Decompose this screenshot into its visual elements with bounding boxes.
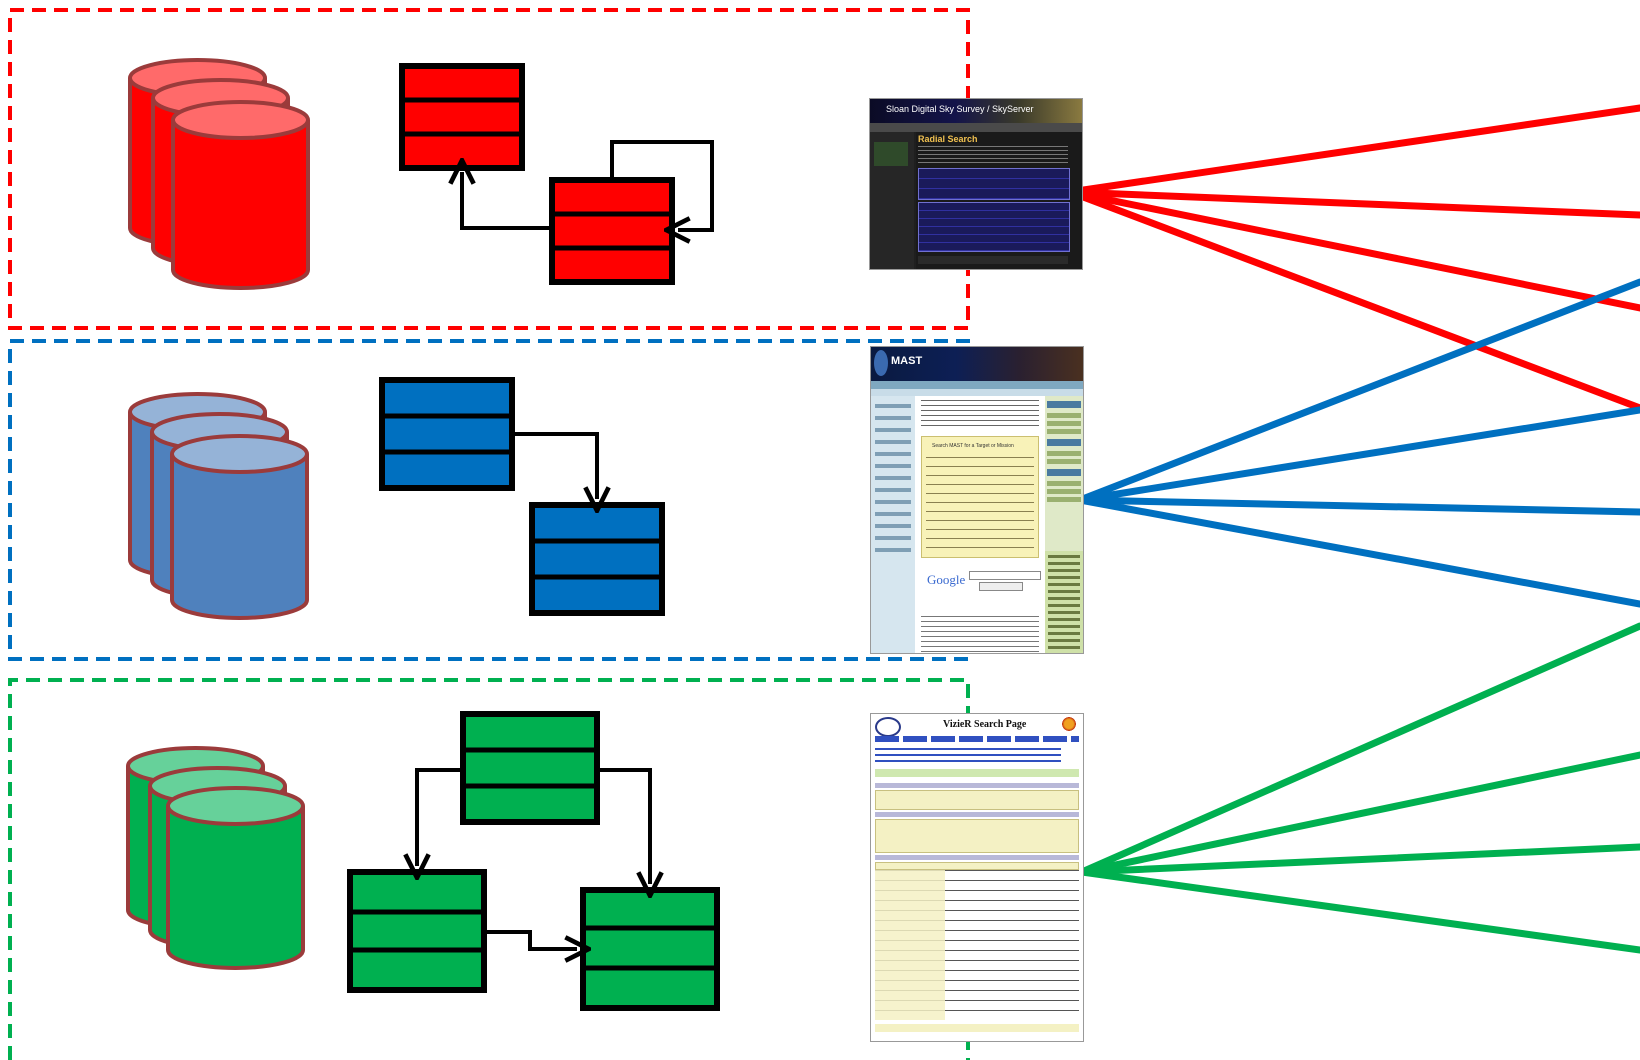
mast-header-title: MAST — [891, 355, 923, 367]
vizier-database-icon — [126, 746, 305, 970]
mast-search-title: Search MAST for a Target or Mission — [932, 443, 1014, 449]
vizier-table-left — [347, 869, 487, 993]
mast-google-search-button — [979, 582, 1023, 591]
sdss-page-title: Radial Search — [918, 134, 978, 144]
sdss-table-b — [549, 177, 675, 285]
vizier-schema-icon — [347, 711, 720, 1011]
vizier-position-block — [875, 819, 1079, 853]
mast-missions-list — [1045, 551, 1083, 653]
mast-header: MAST — [871, 347, 1083, 381]
mast-submenu-bar — [871, 389, 1083, 396]
mast-screenshot: MAST Search MAST for a Target or Mission… — [870, 346, 1084, 654]
vizier-nav-links — [875, 736, 1079, 742]
vizier-columns-inputs — [875, 870, 945, 1020]
sdss-menu-bar — [870, 123, 1082, 132]
sdss-constraint-table — [918, 202, 1070, 252]
cds-logo-icon — [875, 717, 901, 737]
vizier-logo-icon — [1061, 716, 1077, 732]
vizier-submit-row — [875, 1024, 1079, 1032]
vizier-section-setup — [875, 783, 1079, 788]
vizier-connectors — [1078, 622, 1640, 954]
mast-search-form: Search MAST for a Target or Mission — [921, 436, 1039, 558]
vizier-catalog-bar — [875, 769, 1079, 777]
sdss-connectors — [1066, 104, 1640, 412]
mast-news-panel — [1045, 396, 1083, 653]
sdss-sidebar — [870, 132, 914, 269]
mast-database-icon — [128, 392, 309, 620]
mast-menu-bar — [871, 381, 1083, 389]
mast-google-search-box — [969, 571, 1041, 580]
vizier-arrow-left — [417, 768, 463, 866]
sdss-submit-row — [918, 256, 1068, 264]
mast-intro-text — [921, 400, 1039, 430]
mast-table-b — [529, 502, 665, 616]
mast-relation-arrow — [512, 432, 597, 499]
mast-main: Search MAST for a Target or Mission Goog… — [917, 396, 1043, 653]
mast-table-a — [379, 377, 515, 491]
sdss-database-icon — [128, 58, 310, 290]
mast-sidebar — [871, 396, 915, 653]
vizier-setup-block — [875, 790, 1079, 810]
sdss-table-a — [399, 63, 525, 171]
vizier-arrow-right — [597, 768, 650, 884]
vizier-arrow-bottom — [484, 930, 577, 949]
vizier-section-position — [875, 812, 1079, 817]
sdss-header-title: Sloan Digital Sky Survey / SkyServer — [886, 104, 1034, 114]
vizier-page-title: VizieR Search Page — [943, 719, 1027, 730]
vizier-section-columns — [875, 855, 1079, 860]
sdss-intro-text — [918, 146, 1068, 164]
vizier-screenshot: VizieR Search Page — [870, 713, 1084, 1042]
mast-footnote-text — [921, 616, 1039, 653]
sdss-relation-arrow — [462, 172, 552, 230]
sdss-screenshot: Sloan Digital Sky Survey / SkyServer Rad… — [869, 98, 1083, 270]
mast-logo-icon — [874, 350, 888, 376]
mast-connectors — [1076, 278, 1640, 608]
mast-form-fields — [926, 457, 1034, 552]
sdss-schema-icon — [399, 63, 714, 285]
vizier-columns-header — [875, 862, 1079, 870]
mast-google-logo: Google — [927, 572, 966, 587]
vizier-catalog-links — [875, 748, 1061, 764]
sdss-body: Radial Search — [916, 132, 1082, 269]
sdss-radial-form — [918, 168, 1070, 200]
sdss-sidebar-image — [874, 142, 908, 166]
sdss-self-arrow — [610, 140, 714, 230]
mast-schema-icon — [379, 377, 665, 616]
vizier-table-top — [460, 711, 600, 825]
vizier-table-right — [580, 887, 720, 1011]
sdss-header: Sloan Digital Sky Survey / SkyServer — [870, 99, 1082, 123]
